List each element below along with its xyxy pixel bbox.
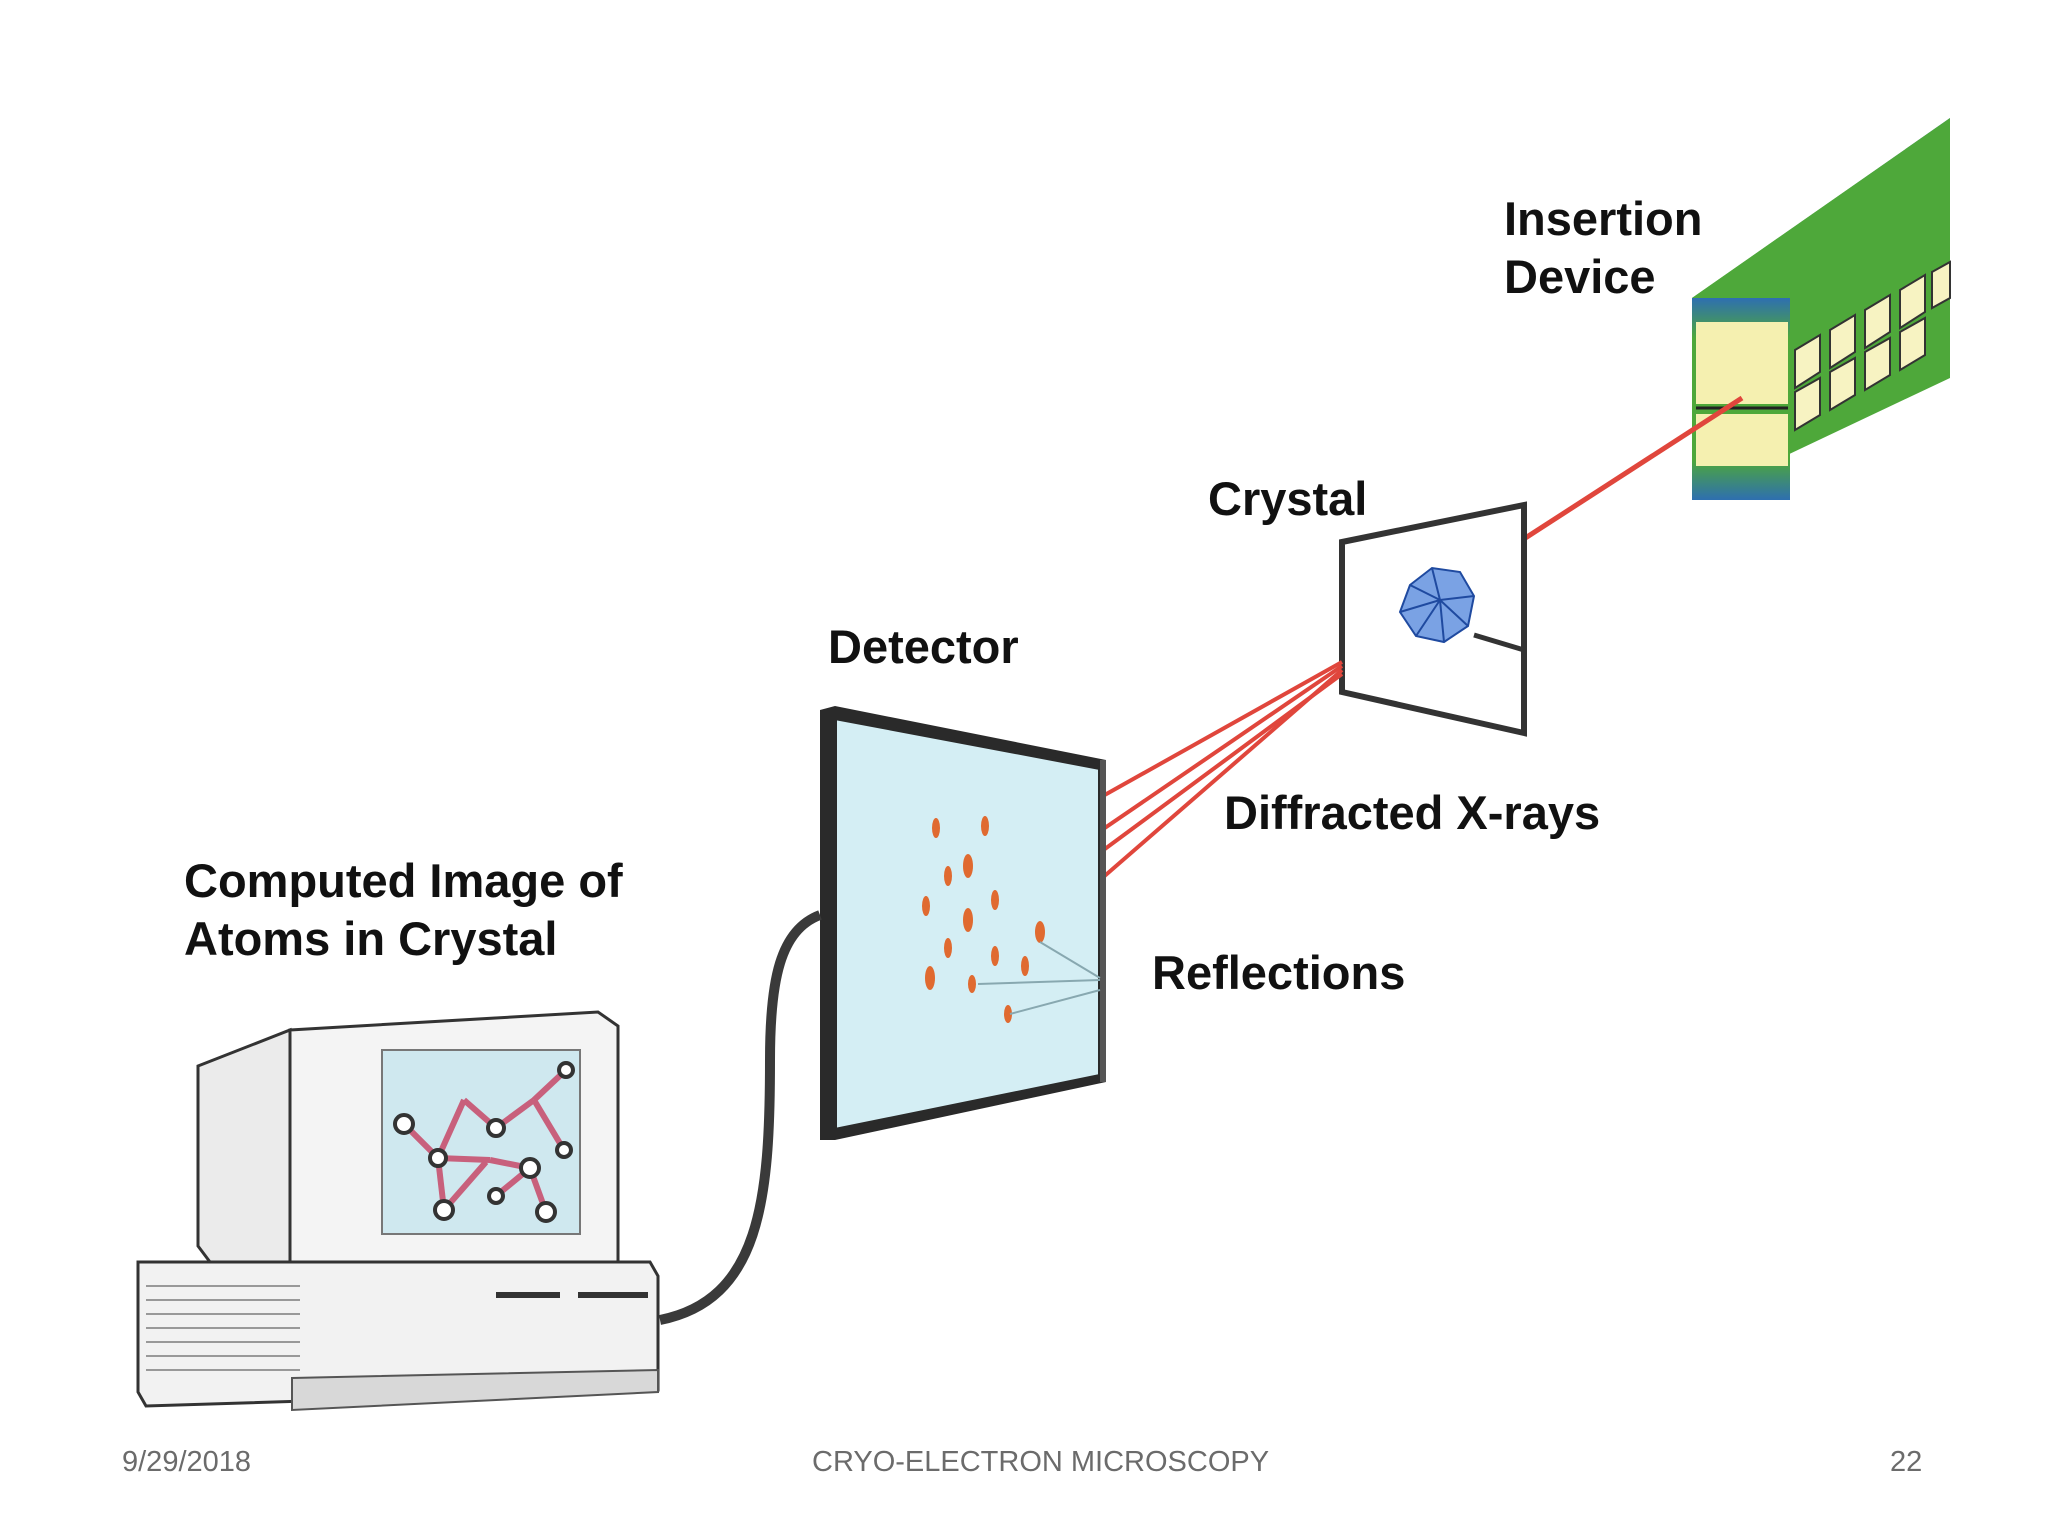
label-insertion-device-line-2: Device <box>1504 250 1656 303</box>
label-computed-image: Computed Image of Atoms in Crystal <box>184 852 623 968</box>
label-insertion-device: Insertion Device <box>1504 190 1702 306</box>
label-crystal: Crystal <box>1208 472 1368 525</box>
atom-structure <box>393 1061 575 1223</box>
detector <box>820 706 1106 1140</box>
monitor-screen <box>381 1049 581 1235</box>
detector-reflection-spots <box>922 816 1045 1023</box>
label-diffracted-xrays: Diffracted X-rays <box>1224 786 1601 839</box>
label-insertion-device-line-1: Insertion <box>1504 192 1703 245</box>
label-detector: Detector <box>828 620 1019 673</box>
footer-page-number: 22 <box>1890 1446 1923 1478</box>
insertion-device <box>1692 118 1951 500</box>
label-computed-image-line-1: Computed Image of <box>184 854 623 907</box>
label-reflections: Reflections <box>1152 946 1406 999</box>
detector-cable <box>659 910 822 1325</box>
crystal-icon <box>1398 566 1476 644</box>
computer <box>136 1010 660 1412</box>
reflections-leader-lines <box>977 941 1101 1015</box>
magnet-array <box>1794 260 1951 432</box>
label-computed-image-line-2: Atoms in Crystal <box>184 912 558 965</box>
footer-title: CRYO-ELECTRON MICROSCOPY <box>812 1446 1270 1478</box>
footer-date: 9/29/2018 <box>122 1446 252 1478</box>
